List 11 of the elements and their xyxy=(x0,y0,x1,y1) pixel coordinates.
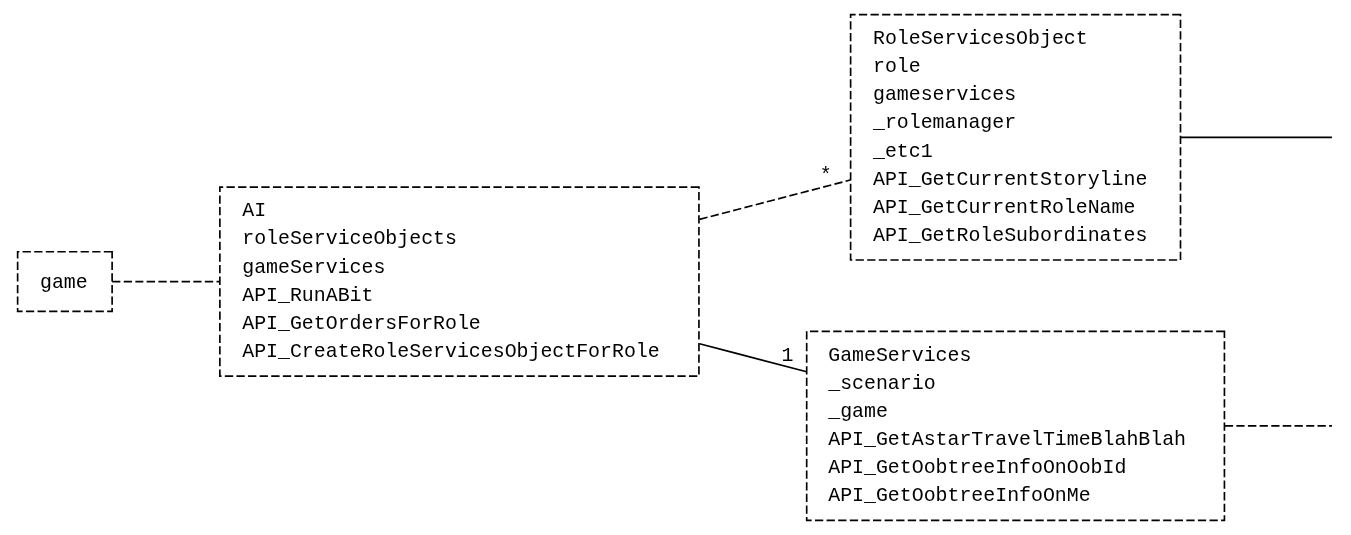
connector xyxy=(111,280,221,283)
edge-label: 1 xyxy=(781,344,794,368)
node-box: RoleServicesObject role gameservices _rolemanager _etc1 API_GetCurrentStoryline API_GetCurrentRoleName API_GetRoleSubordinates xyxy=(849,13,1182,261)
connector xyxy=(1179,136,1333,139)
node-box: GameServices _scenario _game API_GetAstarTravelTimeBlahBlah API_GetOobtreeInfoOnOobId API_GetOobtreeInfoOnMe xyxy=(805,330,1226,522)
connector xyxy=(1223,425,1333,427)
connector xyxy=(698,179,852,221)
node-box: game xyxy=(16,250,113,313)
edge-label: * xyxy=(819,163,832,187)
node-box: AI roleServiceObjects gameServices API_RunABit API_GetOrdersForRole API_CreateRoleServicesObjectForRole xyxy=(219,186,700,377)
connector xyxy=(698,342,808,373)
